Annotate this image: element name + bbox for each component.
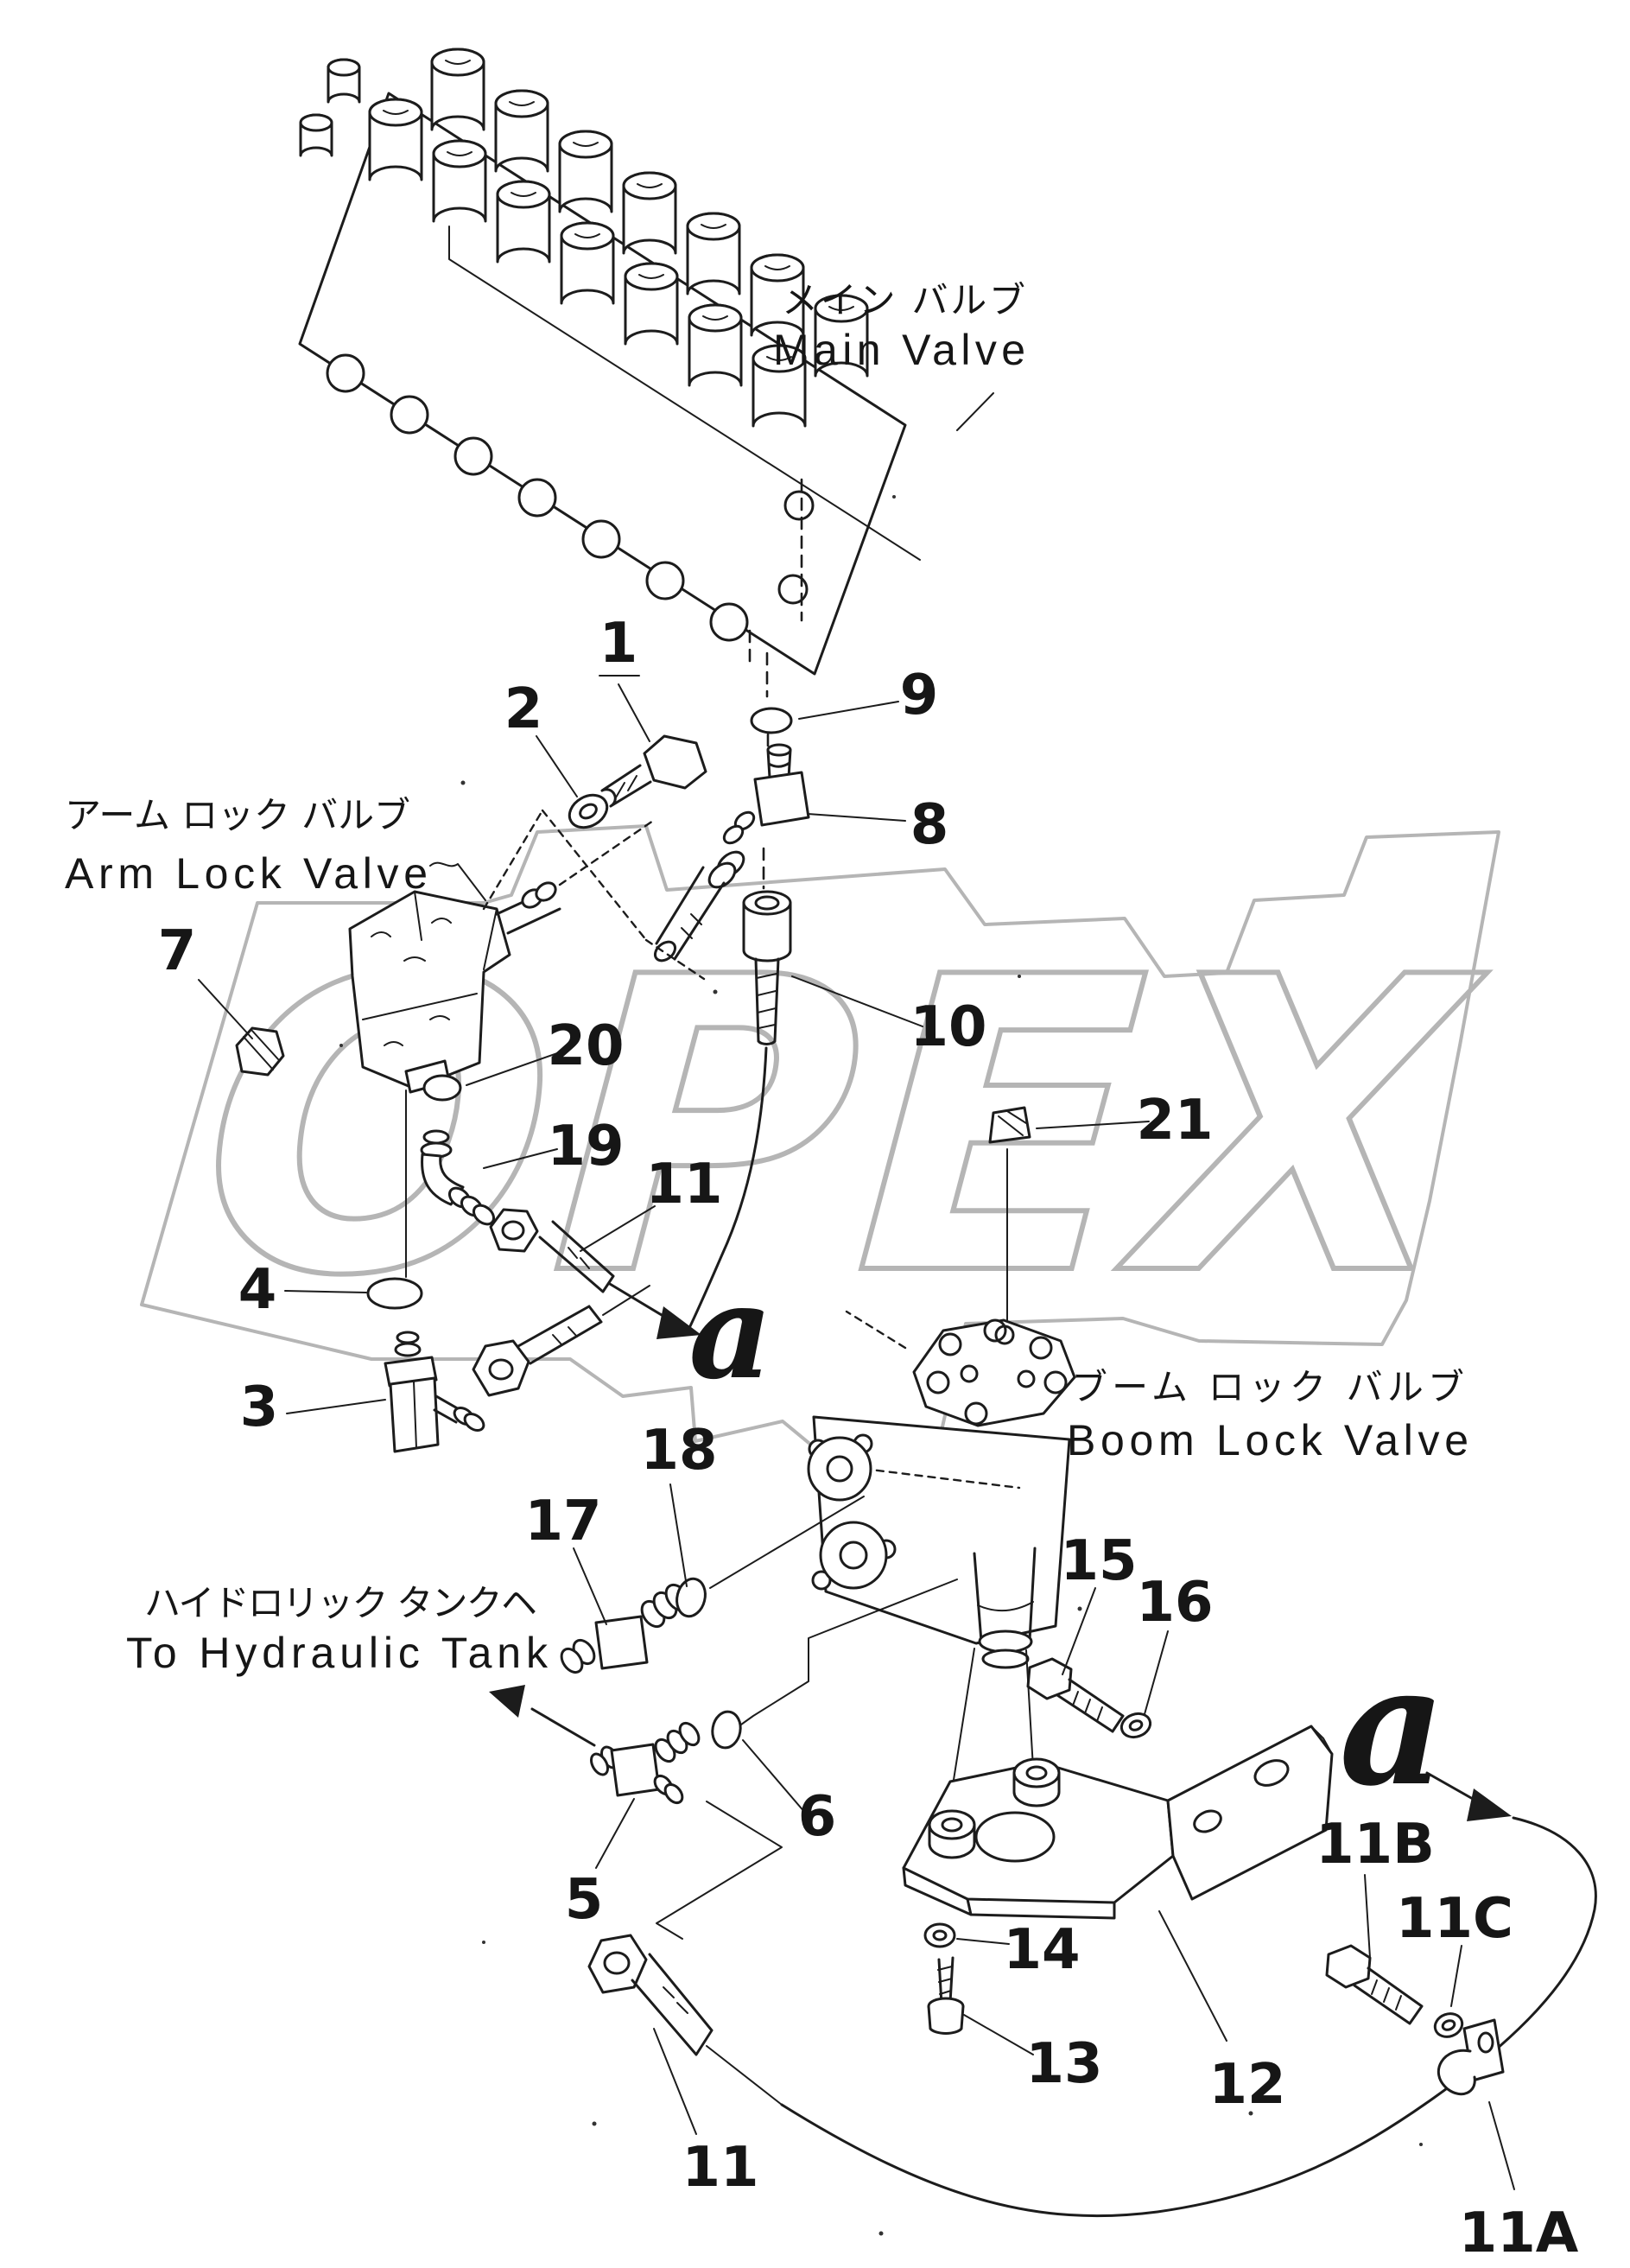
callout-11B: 11B: [1316, 1813, 1435, 1877]
plug-7: [235, 1026, 285, 1077]
flow-arrow-lower: [1425, 1771, 1512, 1821]
hose-11-segment-b: [472, 1285, 650, 1397]
callout-7: 7: [158, 919, 197, 983]
callout-10: 10: [910, 995, 986, 1059]
callout-16: 16: [1136, 1571, 1213, 1635]
leader-valve-to-o-ring-6: [740, 1579, 958, 1725]
washer-2: [568, 793, 609, 829]
flow-label-a-upper: a: [688, 1256, 772, 1408]
hose-11-loop: [780, 1816, 1597, 2218]
fitting-8: [722, 743, 810, 845]
clamp-11A: [1437, 2018, 1505, 2096]
hose-stub-upper: [653, 850, 745, 962]
callout-17: 17: [524, 1490, 601, 1553]
label-boom-lock-jp: ブーム ロック バルブ: [1071, 1366, 1464, 1408]
callout-2: 2: [504, 677, 543, 741]
callout-4: 4: [238, 1258, 277, 1322]
leader-lines: [198, 392, 1515, 2190]
flow-label-a-lower: a: [1339, 1630, 1445, 1822]
callout-8: 8: [910, 793, 949, 857]
callout-5: 5: [565, 1868, 604, 1932]
o-ring-9: [750, 707, 793, 734]
label-arm-lock-jp: アーム ロック バルブ: [65, 794, 410, 836]
callout-6: 6: [798, 1785, 837, 1849]
tee-5: [590, 1721, 701, 1805]
bracket-bushings: [928, 1757, 1061, 1863]
callout-11: 11: [682, 2136, 758, 2200]
bolt-1: [600, 734, 707, 808]
label-tank-en: To Hydraulic Tank: [126, 1629, 549, 1677]
tank-arrow: [489, 1685, 596, 1747]
callout-14: 14: [1003, 1918, 1080, 1982]
o-ring-6: [711, 1710, 742, 1750]
callout-11A: 11A: [1459, 2201, 1579, 2265]
boom-valve-solenoid: [973, 1547, 1037, 1669]
valve-3: [384, 1331, 485, 1453]
leader-5-to-hose: [656, 1801, 783, 1940]
scan-speckles: [339, 495, 1423, 2236]
port-parts-chain: [653, 651, 810, 1330]
washer-16: [1119, 1712, 1152, 1739]
callout-1: 1: [599, 612, 638, 676]
callout-18: 18: [640, 1419, 717, 1483]
callout-3: 3: [240, 1375, 279, 1439]
callout-19: 19: [547, 1115, 624, 1178]
washer-11C: [1433, 2012, 1464, 2038]
boom-valve-side-ports: [807, 1433, 897, 1591]
callout-11: 11: [645, 1153, 722, 1217]
label-main-valve-jp: メイン バルブ: [782, 279, 1025, 321]
bolt-11B: [1325, 1944, 1424, 2025]
boom-lock-valve-drawing: [807, 1148, 1076, 1814]
boom-valve-top-flange: [912, 1318, 1076, 1427]
bolt-15: [1026, 1657, 1125, 1733]
callout-12: 12: [1208, 2053, 1285, 2117]
elbow-17: [560, 1583, 690, 1674]
callout-9: 9: [900, 664, 939, 727]
o-ring-20: [422, 1074, 462, 1102]
o-ring-4: [366, 1277, 423, 1310]
elbow-19: [420, 1129, 496, 1226]
callout-11C: 11C: [1396, 1887, 1513, 1951]
main-valve-drawing: [298, 48, 921, 676]
label-tank-jp: ハイドロリック タンクヘ: [144, 1582, 537, 1624]
watermark-border: [140, 824, 1500, 1471]
bracket-12: [902, 1725, 1334, 1920]
leader-18-to-port: [709, 1496, 865, 1589]
plug-21: [988, 1106, 1031, 1144]
callout-15: 15: [1060, 1529, 1137, 1593]
callout-20: 20: [547, 1014, 624, 1078]
bolt-13: [927, 1956, 965, 2035]
callout-21: 21: [1136, 1089, 1213, 1153]
bolt-10: [742, 890, 792, 1045]
washer-14: [923, 1922, 956, 1948]
callout-13: 13: [1025, 2032, 1102, 2096]
hose-11-route-upper: [688, 1046, 768, 1330]
label-arm-lock-en: Arm Lock Valve: [65, 849, 428, 898]
label-boom-lock-en: Boom Lock Valve: [1067, 1416, 1468, 1464]
o-ring-18: [675, 1577, 707, 1618]
flow-arrow-upper: [608, 1282, 701, 1339]
hose-11-bottom: [587, 1934, 783, 2106]
